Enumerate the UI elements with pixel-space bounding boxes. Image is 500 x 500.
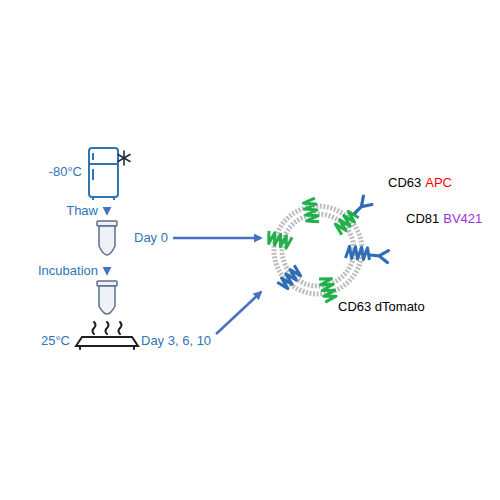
- step-label: Incubation: [37, 264, 99, 279]
- flow-arrow: [106, 207, 108, 214]
- snowflake-icon: [118, 151, 130, 165]
- fluorophore-label: BV421: [443, 212, 482, 227]
- tube-icon: [97, 221, 117, 255]
- freezer-node: -80°C: [46, 141, 135, 205]
- tube-node: Day 0: [92, 216, 171, 266]
- temperature-label: 25°C: [41, 334, 70, 349]
- vesicle-node: CD63 APC CD81 BV421CD63 dTomato: [263, 173, 485, 318]
- heating-plate: [76, 322, 138, 349]
- antibodies: [351, 196, 389, 263]
- marker-label: CD63: [388, 176, 421, 191]
- fluorophore-label: APC: [425, 176, 452, 191]
- temperature-label: -80°C: [49, 165, 82, 180]
- heating-node: 25°C Day 3, 6, 10: [38, 276, 214, 353]
- day-label: Day 3, 6, 10: [141, 334, 211, 349]
- tube-icon: [97, 281, 117, 314]
- freezer-icon: [89, 148, 118, 200]
- step-label: Thaw: [65, 204, 99, 219]
- marker-label: CD81: [406, 212, 439, 227]
- flow-arrow: [216, 292, 261, 334]
- day-label: Day 0: [134, 231, 168, 246]
- flow-arrow: [173, 237, 261, 240]
- marker-label: CD63 dTomato: [338, 300, 425, 315]
- flow-arrow: [106, 268, 108, 274]
